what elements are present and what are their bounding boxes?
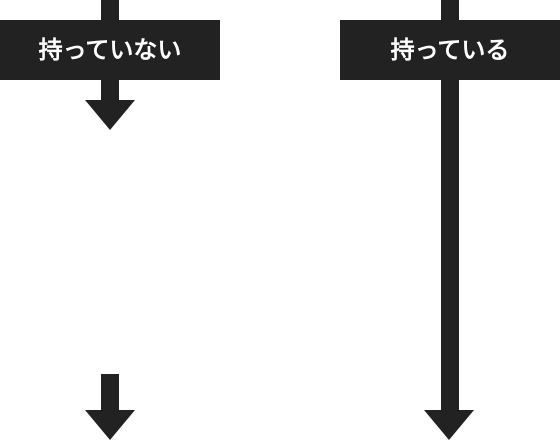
left-lower-arrow [85, 374, 135, 440]
label-not-owned: 持っていない [0, 20, 220, 80]
right-long-arrow [424, 78, 474, 440]
right-incoming-line [441, 0, 459, 22]
label-owned: 持っている [340, 20, 560, 80]
left-incoming-line [101, 0, 119, 22]
left-upper-arrow [85, 78, 135, 130]
